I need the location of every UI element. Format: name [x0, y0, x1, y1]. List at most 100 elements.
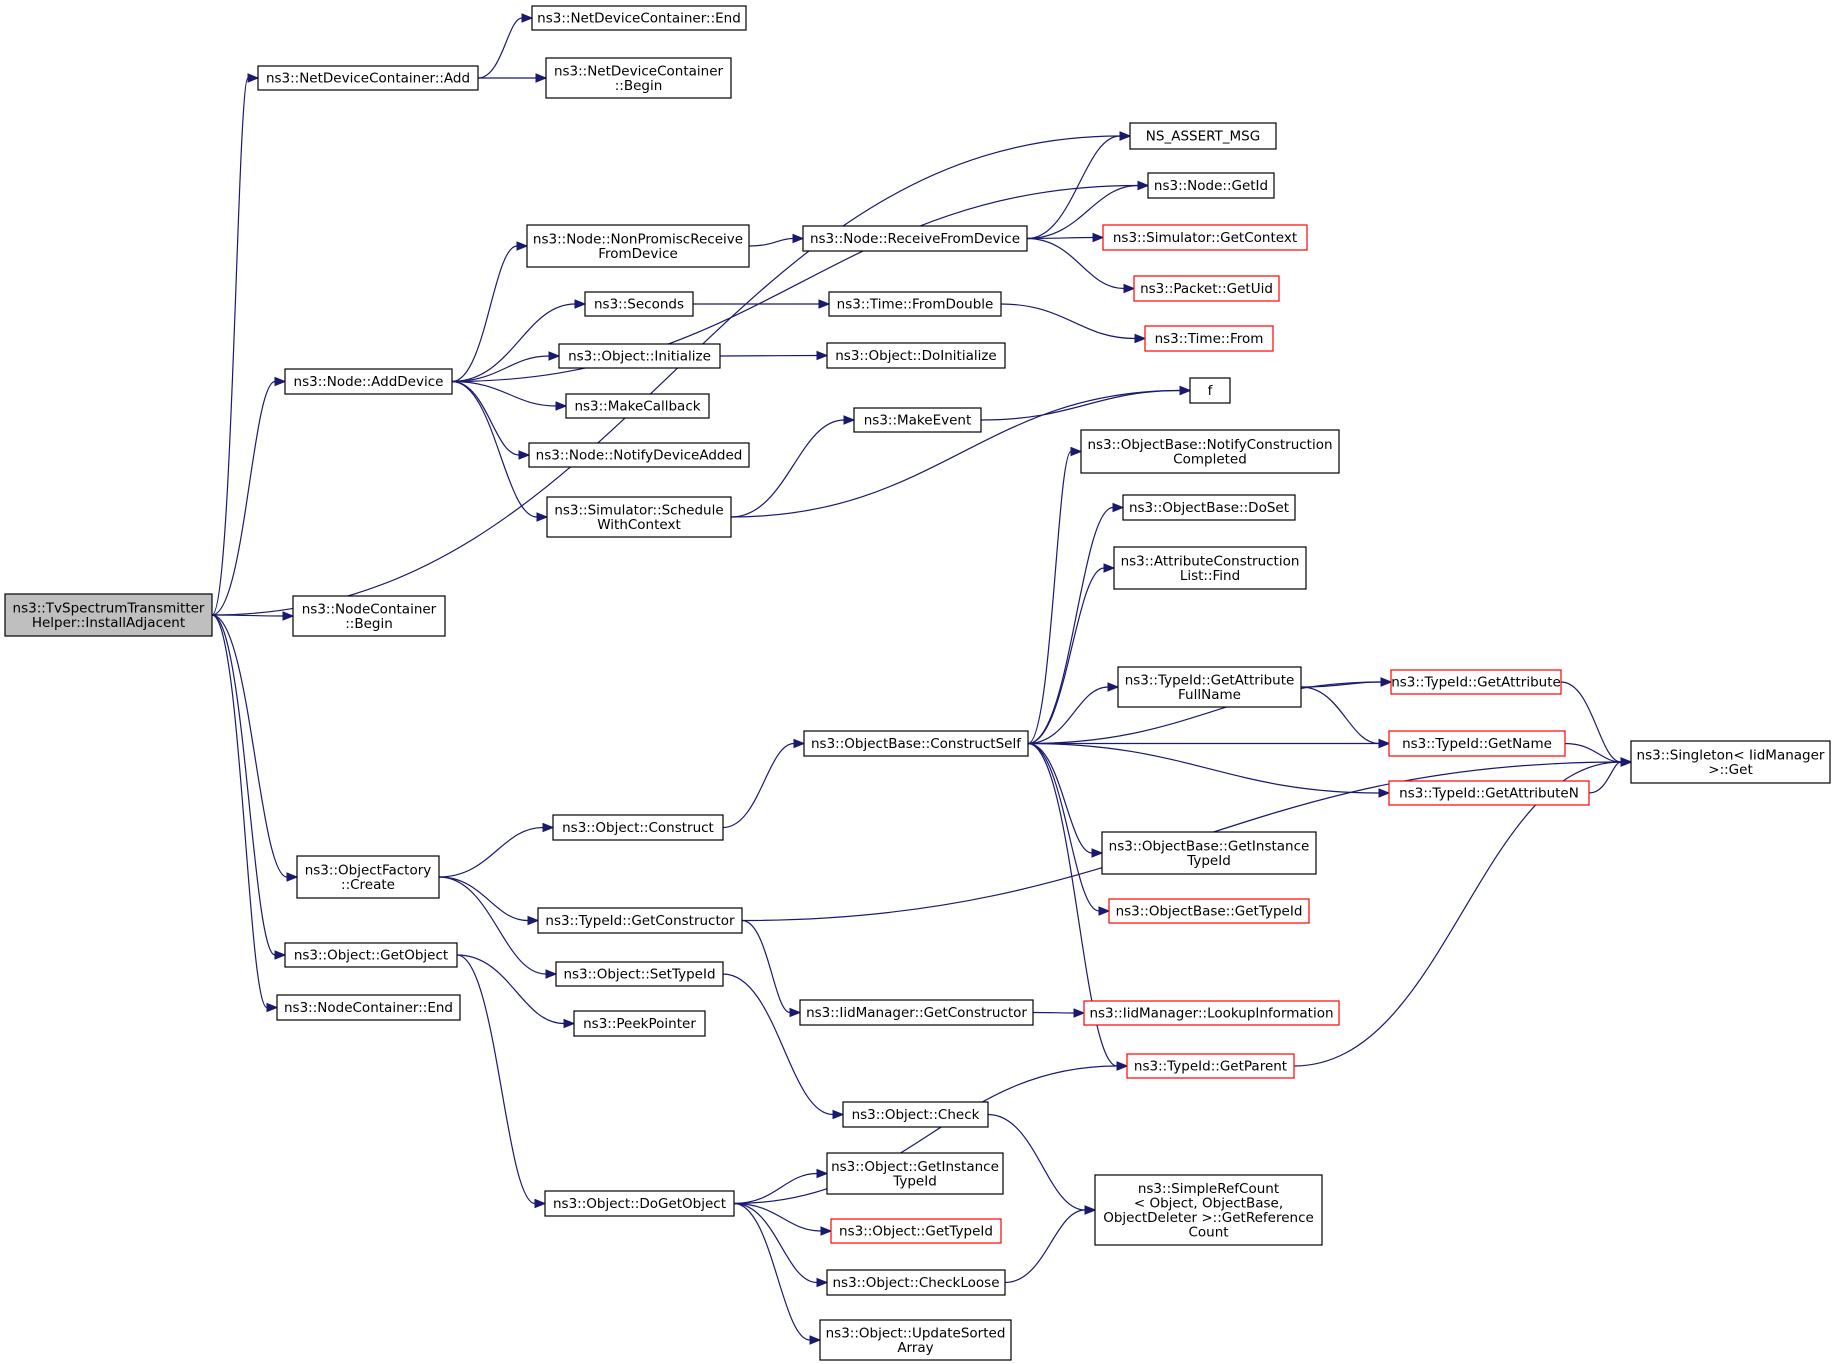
graph-node-peek[interactable]: ns3::PeekPointer [573, 1010, 706, 1037]
graph-node-seconds[interactable]: ns3::Seconds [584, 291, 694, 317]
edge-line [211, 614, 268, 1009]
node-label: ns3::Node::ReceiveFromDevice [810, 231, 1020, 247]
graph-node-of_create[interactable]: ns3::ObjectFactory::Create [296, 855, 440, 899]
edge-line [733, 1172, 818, 1205]
arrowhead-icon [1380, 677, 1393, 687]
arrowhead-icon [266, 1002, 279, 1013]
graph-node-node_rfd[interactable]: ns3::Node::ReceiveFromDevice [802, 225, 1028, 252]
graph-node-iid_li[interactable]: ns3::IidManager::LookupInformation [1083, 1000, 1340, 1026]
graph-node-time_from[interactable]: ns3::Time::From [1144, 325, 1274, 352]
node-box [565, 393, 710, 419]
edge-line [1032, 1011, 1075, 1014]
node-box [802, 225, 1028, 252]
call-edge-root-to-of_create [211, 614, 299, 882]
node-box [803, 730, 1029, 757]
call-edge-node_rfd-to-node_getid [1026, 180, 1150, 240]
arrowhead-icon [286, 872, 299, 882]
graph-node-obj_dgo[interactable]: ns3::Object::DoGetObject [544, 1190, 735, 1217]
node-box [546, 496, 732, 538]
arrowhead-icon [534, 1198, 547, 1209]
call-edge-obj_getobj-to-peek [456, 954, 576, 1029]
node-box [1108, 898, 1310, 924]
graph-node-tid_gc[interactable]: ns3::TypeId::GetConstructor [537, 907, 743, 934]
node-label: ns3::Node::NotifyDeviceAdded [536, 448, 743, 464]
node-box [552, 814, 724, 841]
node-label: ns3::TypeId::GetConstructor [545, 913, 735, 929]
arrowhead-icon [816, 1168, 829, 1179]
graph-node-obj_cl[interactable]: ns3::Object::CheckLoose [826, 1269, 1006, 1296]
graph-node-ob_ncc[interactable]: ns3::ObjectBase::NotifyConstructionCompl… [1080, 429, 1340, 474]
graph-node-tid_gp[interactable]: ns3::TypeId::GetParent [1126, 1053, 1295, 1079]
graph-node-sim_getctx[interactable]: ns3::Simulator::GetContext [1102, 224, 1308, 251]
call-edge-of_create-to-obj_construct [438, 822, 555, 878]
edge-line [438, 826, 544, 878]
arrowhead-icon [518, 450, 531, 460]
arrowhead-icon [1092, 232, 1105, 243]
graph-node-src[interactable]: ns3::SimpleRefCount< Object, ObjectBase,… [1094, 1174, 1323, 1246]
call-edge-node_adddev-to-obj_init [451, 351, 561, 383]
arrowhead-icon [545, 969, 558, 979]
node-label: Count [1188, 1224, 1228, 1240]
graph-node-iid_gc[interactable]: ns3::IidManager::GetConstructor [799, 999, 1034, 1026]
graph-node-node_nda[interactable]: ns3::Node::NotifyDeviceAdded [528, 442, 750, 468]
graph-node-obj_gtid[interactable]: ns3::Object::GetTypeId [830, 1218, 1002, 1244]
node-label: ns3::TypeId::GetAttribute [1391, 675, 1561, 691]
graph-node-ob_doset[interactable]: ns3::ObjectBase::DoSet [1122, 494, 1296, 521]
call-edge-ob_cs-to-tid_gan [1027, 742, 1391, 798]
edge-line [730, 389, 1181, 518]
graph-node-tid_ga[interactable]: ns3::TypeId::GetAttribute [1390, 669, 1562, 695]
edge-line [741, 919, 791, 1014]
graph-node-makeevent[interactable]: ns3::MakeEvent [853, 407, 982, 433]
graph-node-ndc_begin[interactable]: ns3::NetDeviceContainer::Begin [545, 57, 732, 99]
node-label: ns3::ObjectBase::NotifyConstruction [1087, 437, 1332, 453]
edge-line [451, 303, 576, 383]
edge-line [451, 355, 550, 383]
edge-line [722, 742, 795, 829]
graph-node-singleton[interactable]: ns3::Singleton< IidManager>::Get [1630, 740, 1831, 784]
node-box [526, 224, 750, 268]
node-label: ns3::ObjectBase::GetInstance [1109, 838, 1310, 854]
edge-line [451, 380, 520, 456]
arrowhead-icon [542, 822, 555, 833]
call-edge-time_fd-to-time_from [1000, 303, 1147, 344]
graph-node-pkt_getuid[interactable]: ns3::Packet::GetUid [1133, 275, 1280, 302]
graph-node-node_adddev[interactable]: ns3::Node::AddDevice [284, 368, 453, 395]
graph-node-obj_construct[interactable]: ns3::Object::Construct [552, 814, 724, 841]
node-label: FullName [1178, 687, 1241, 703]
graph-node-ndc_add[interactable]: ns3::NetDeviceContainer::Add [257, 65, 479, 91]
arrowhead-icon [527, 915, 540, 926]
graph-node-obj_settid[interactable]: ns3::Object::SetTypeId [555, 961, 724, 987]
graph-node-obj_init[interactable]: ns3::Object::Initialize [558, 343, 721, 369]
node-label: List::Find [1180, 568, 1240, 584]
node-box [830, 1218, 1002, 1244]
graph-node-ndc_end[interactable]: ns3::NetDeviceContainer::End [531, 5, 747, 31]
node-label: ns3::ObjectBase::ConstructSelf [811, 736, 1022, 752]
graph-node-f[interactable]: f [1189, 377, 1231, 404]
graph-node-obj_check[interactable]: ns3::Object::Check [842, 1101, 989, 1128]
graph-node-tid_gan[interactable]: ns3::TypeId::GetAttributeN [1388, 780, 1590, 806]
arrowhead-icon [1091, 848, 1104, 858]
graph-node-tid_gn[interactable]: ns3::TypeId::GetName [1388, 730, 1566, 757]
graph-node-time_fd[interactable]: ns3::Time::FromDouble [828, 291, 1002, 317]
graph-node-obj_doinit[interactable]: ns3::Object::DoInitialize [826, 342, 1006, 369]
call-edge-tid_gc-to-iid_gc [741, 919, 802, 1018]
graph-node-obj_getobj[interactable]: ns3::Object::GetObject [284, 942, 458, 968]
graph-node-node_getid[interactable]: ns3::Node::GetId [1147, 172, 1275, 199]
graph-node-ob_cs[interactable]: ns3::ObjectBase::ConstructSelf [803, 730, 1029, 757]
graph-node-makecb[interactable]: ns3::MakeCallback [565, 393, 710, 419]
graph-node-root[interactable]: ns3::TvSpectrumTransmitterHelper::Instal… [4, 593, 213, 637]
graph-node-nc_end[interactable]: ns3::NodeContainer::End [276, 994, 461, 1021]
node-box [828, 291, 1002, 317]
call-edge-obj_dgo-to-obj_usa [733, 1202, 822, 1345]
graph-node-ob_gtid[interactable]: ns3::ObjectBase::GetTypeId [1108, 898, 1310, 924]
graph-node-assert[interactable]: NS_ASSERT_MSG [1129, 122, 1277, 150]
graph-node-nc_begin[interactable]: ns3::NodeContainer::Begin [292, 595, 446, 637]
